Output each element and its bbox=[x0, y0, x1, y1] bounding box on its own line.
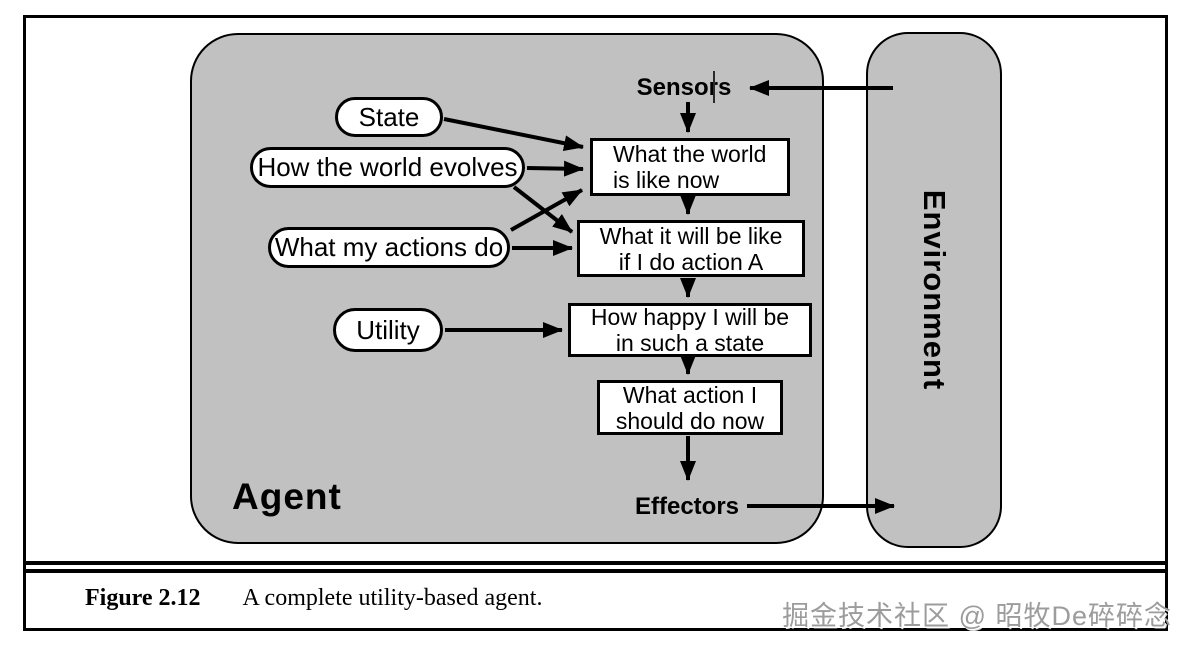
caption-divider bbox=[23, 561, 1168, 573]
oval-what-actions-do-label: What my actions do bbox=[274, 232, 504, 262]
box-world-now: What the world is like now bbox=[590, 138, 790, 196]
arrow-evolves-to-world-now bbox=[526, 160, 584, 177]
oval-how-world-evolves-label: How the world evolves bbox=[257, 152, 518, 182]
box-world-now-line2: is like now bbox=[613, 167, 720, 193]
oval-utility: Utility bbox=[333, 308, 443, 352]
box-world-if-action-line1: What it will be like bbox=[599, 222, 783, 249]
oval-utility-label: Utility bbox=[356, 314, 420, 345]
box-world-if-action: What it will be like if I do action A bbox=[577, 220, 805, 277]
box-world-if-action-line2: if I do action A bbox=[618, 248, 764, 275]
agent-label: Agent bbox=[232, 476, 342, 517]
box-happiness-line2: in such a state bbox=[615, 330, 765, 356]
effectors-label: Effectors bbox=[634, 493, 740, 520]
box-action-now: What action I should do now bbox=[597, 380, 783, 435]
agent-container bbox=[190, 33, 824, 544]
figure-number: Figure 2.12 bbox=[85, 585, 201, 611]
sensors-label: Sensors bbox=[636, 74, 732, 101]
oval-state-label: State bbox=[358, 101, 420, 132]
arrow-actions-to-world-now bbox=[510, 188, 583, 232]
arrow-state-to-world-now bbox=[443, 117, 584, 152]
arrow-evolves-to-if-action bbox=[512, 185, 574, 234]
environment-container: Environment bbox=[866, 32, 1002, 548]
figure-caption-text: A complete utility-based agent. bbox=[242, 585, 543, 611]
watermark-text: 掘金技术社区 @ 昭牧De碎碎念 bbox=[782, 601, 1172, 631]
box-happiness-line1: How happy I will be bbox=[590, 304, 790, 330]
box-action-now-line1: What action I bbox=[622, 381, 758, 408]
box-action-now-line2: should do now bbox=[615, 407, 765, 434]
box-happiness: How happy I will be in such a state bbox=[568, 303, 812, 357]
text-cursor-artifact bbox=[713, 71, 715, 103]
oval-how-world-evolves: How the world evolves bbox=[250, 147, 525, 188]
figure-caption: Figure 2.12 A complete utility-based agen… bbox=[85, 585, 542, 612]
box-world-now-line1: What the world bbox=[613, 141, 767, 167]
oval-what-actions-do: What my actions do bbox=[268, 227, 510, 268]
oval-state: State bbox=[335, 97, 443, 137]
